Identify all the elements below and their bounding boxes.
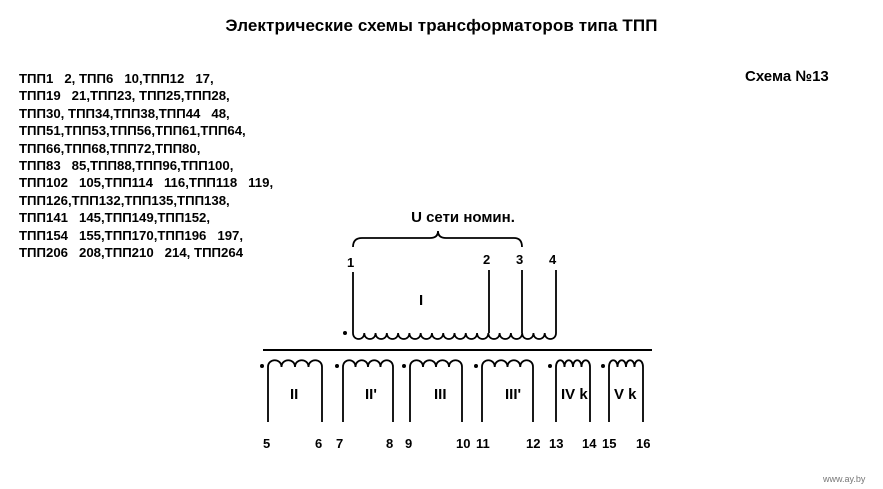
secondary-winding-label: III' [505,386,521,403]
terminal-12: 12 [526,436,540,451]
model-line: ТПП141 145,ТПП149,ТПП152, [19,210,211,226]
watermark: www.ay.by [823,474,866,484]
secondary-start-dot [335,364,339,368]
model-line: ТПП206 208,ТПП210 214, ТПП264 [19,244,244,260]
primary-coil [352,270,557,340]
page-title: Электрические схемы трансформаторов типа… [225,16,658,35]
primary-winding-label: I [419,292,423,309]
secondary-start-dot [601,364,605,368]
secondary-winding-label: III [434,386,447,403]
secondary-start-dot [474,364,478,368]
secondary-start-dot [402,364,406,368]
secondary-coil [608,359,644,422]
model-line: ТПП30, ТПП34,ТПП38,ТПП44 48, [19,105,230,121]
secondary-start-dot [548,364,552,368]
terminal-10: 10 [456,436,470,451]
model-line: ТПП66,ТПП68,ТПП72,ТПП80, [19,140,201,156]
secondary-coil [481,359,534,422]
terminal-2: 2 [483,252,490,267]
scheme-number: Схема №13 [745,68,829,85]
secondary-coil [267,359,323,422]
secondary-coil [555,359,591,422]
terminal-7: 7 [336,436,343,451]
terminal-8: 8 [386,436,393,451]
secondary-winding-label: II' [365,386,377,403]
transformer-model-list: ТПП1 2, ТПП6 10,ТПП12 17, ТПП19 21,ТПП23,… [19,70,273,261]
primary-brace [352,230,523,248]
model-line: ТПП19 21,ТПП23, ТПП25,ТПП28, [19,88,230,104]
primary-start-dot [343,331,347,335]
terminal-5: 5 [263,436,270,451]
secondary-windings: II 5 6 II' 7 8 III 9 10 III' 11 12 IV k 13 14 V k 15 16 [260,359,650,451]
terminal-1: 1 [347,255,354,270]
terminal-14: 14 [582,436,597,451]
terminal-15: 15 [602,436,616,451]
primary-coil-turns [352,332,557,340]
terminal-16: 16 [636,436,650,451]
primary-winding: U сети номин. I 1 2 3 4 [343,209,557,340]
model-line: ТПП51,ТПП53,ТПП56,ТПП61,ТПП64, [19,123,246,139]
model-line: ТПП126,ТПП132,ТПП135,ТПП138, [19,192,230,208]
secondary-coil [342,359,394,422]
secondary-winding-label: II [290,386,298,403]
secondary-winding-label: V k [614,386,637,403]
secondary-winding-label: IV k [561,386,588,403]
secondary-coil [409,359,463,422]
terminal-9: 9 [405,436,412,451]
primary-brace-label: U сети номин. [411,209,515,226]
terminal-6: 6 [315,436,322,451]
model-line: ТПП83 85,ТПП88,ТПП96,ТПП100, [19,157,234,173]
secondary-start-dot [260,364,264,368]
terminal-13: 13 [549,436,563,451]
model-line: ТПП1 2, ТПП6 10,ТПП12 17, [19,71,214,86]
terminal-3: 3 [516,252,523,267]
model-line: ТПП102 105,ТПП114 116,ТПП118 119, [19,175,274,191]
terminal-11: 11 [476,436,490,451]
model-line: ТПП154 155,ТПП170,ТПП196 197, [19,227,244,243]
terminal-4: 4 [549,252,557,267]
